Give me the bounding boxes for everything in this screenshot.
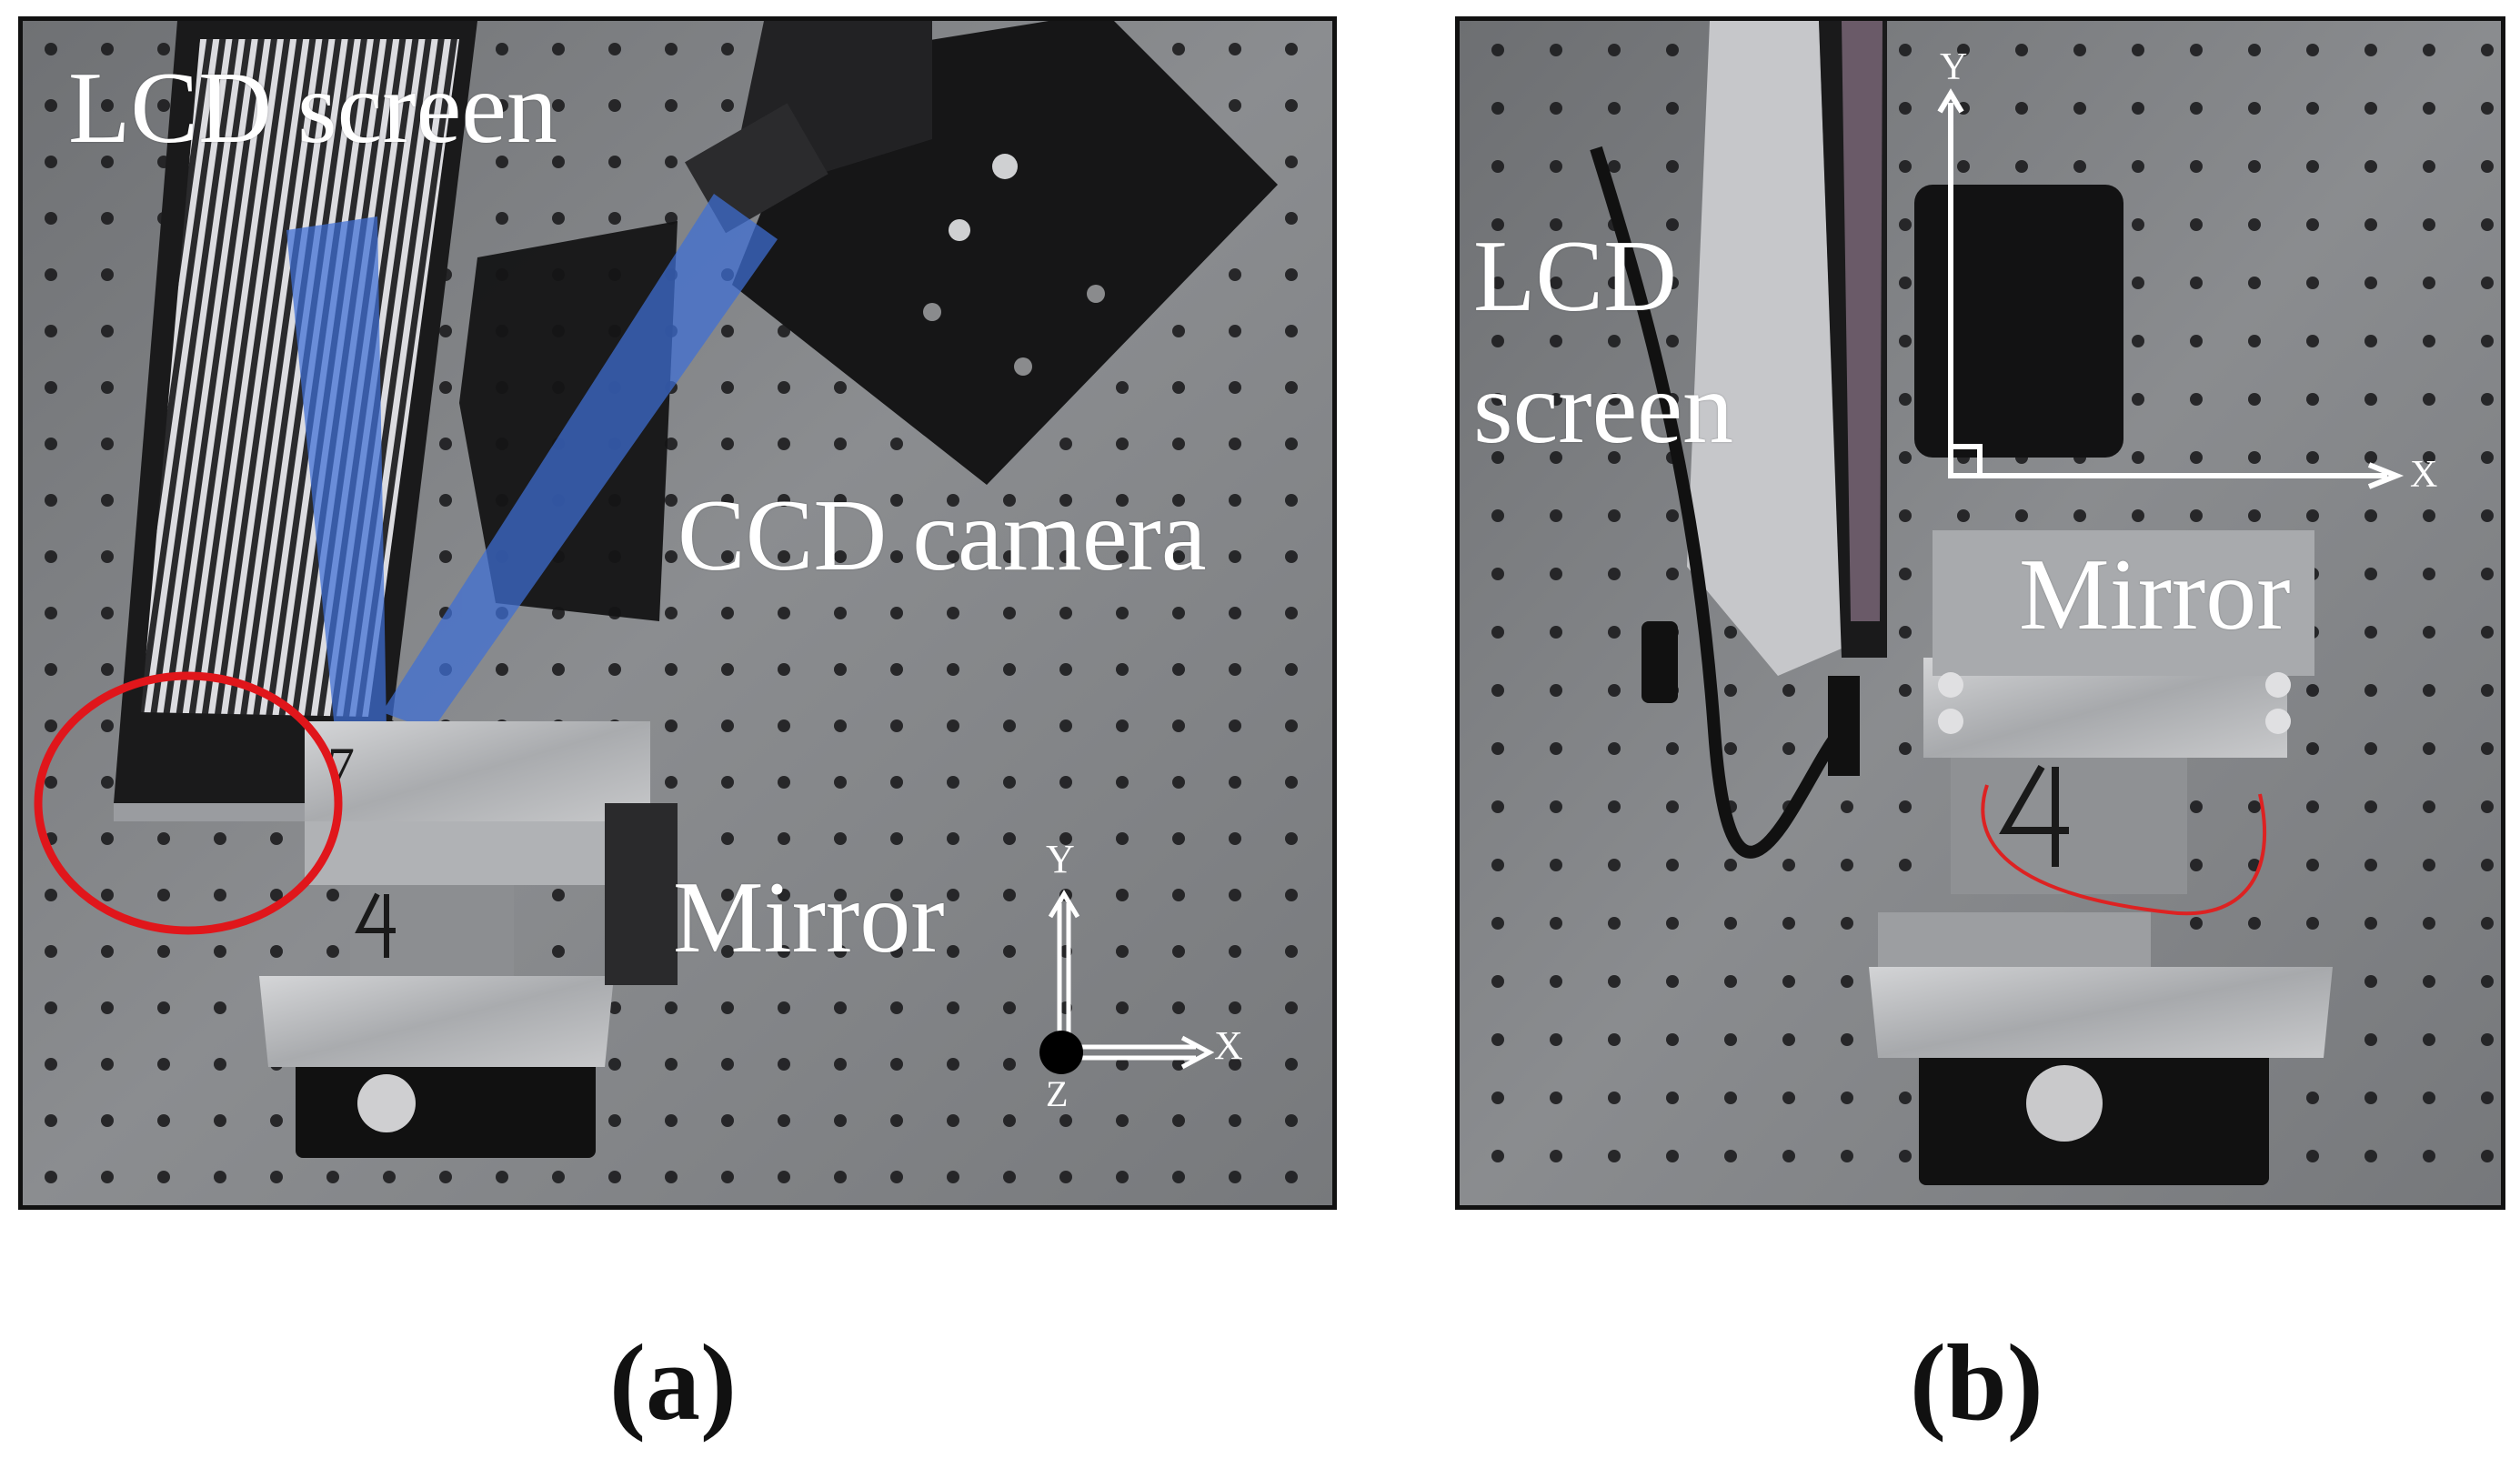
label-mirror: Mirror [673, 861, 945, 974]
panel-a-scene: 7 [23, 21, 1332, 1205]
caption-b: (b) [1910, 1322, 2043, 1443]
axis-label-x-b: X [2410, 454, 2438, 496]
label-ccd-camera: CCD camera [678, 479, 1207, 592]
axes-b [1937, 88, 2405, 489]
mirror-assembly-b [1869, 530, 2333, 1185]
mirror-assembly: 7 [259, 721, 678, 1158]
label-lcd-line1: LCD [1473, 220, 1677, 333]
label-lcd-line2: screen [1473, 352, 1734, 465]
light-path [286, 194, 778, 749]
axis-label-x: X [1214, 1023, 1243, 1068]
axis-label-y-b: Y [1940, 46, 1968, 88]
label-mirror-b: Mirror [2019, 538, 2291, 651]
photo-panel-b: LCD screen Mirror Y X [1455, 16, 2505, 1210]
label-lcd-screen: LCD screen [68, 52, 558, 165]
photo-panel-a: 7 LCD screen CCD camera Mirror Y X Z [18, 16, 1337, 1210]
cable [1590, 146, 1847, 859]
z-axis-dot [1039, 1031, 1083, 1074]
axes-a [1048, 890, 1215, 1070]
panel-b-scene [1460, 21, 2501, 1205]
highlight-circle [34, 671, 343, 935]
axis-label-y: Y [1046, 837, 1075, 881]
axis-label-z: Z [1046, 1073, 1069, 1114]
caption-a: (a) [609, 1322, 737, 1443]
lcd-screen-side [1687, 21, 1887, 676]
